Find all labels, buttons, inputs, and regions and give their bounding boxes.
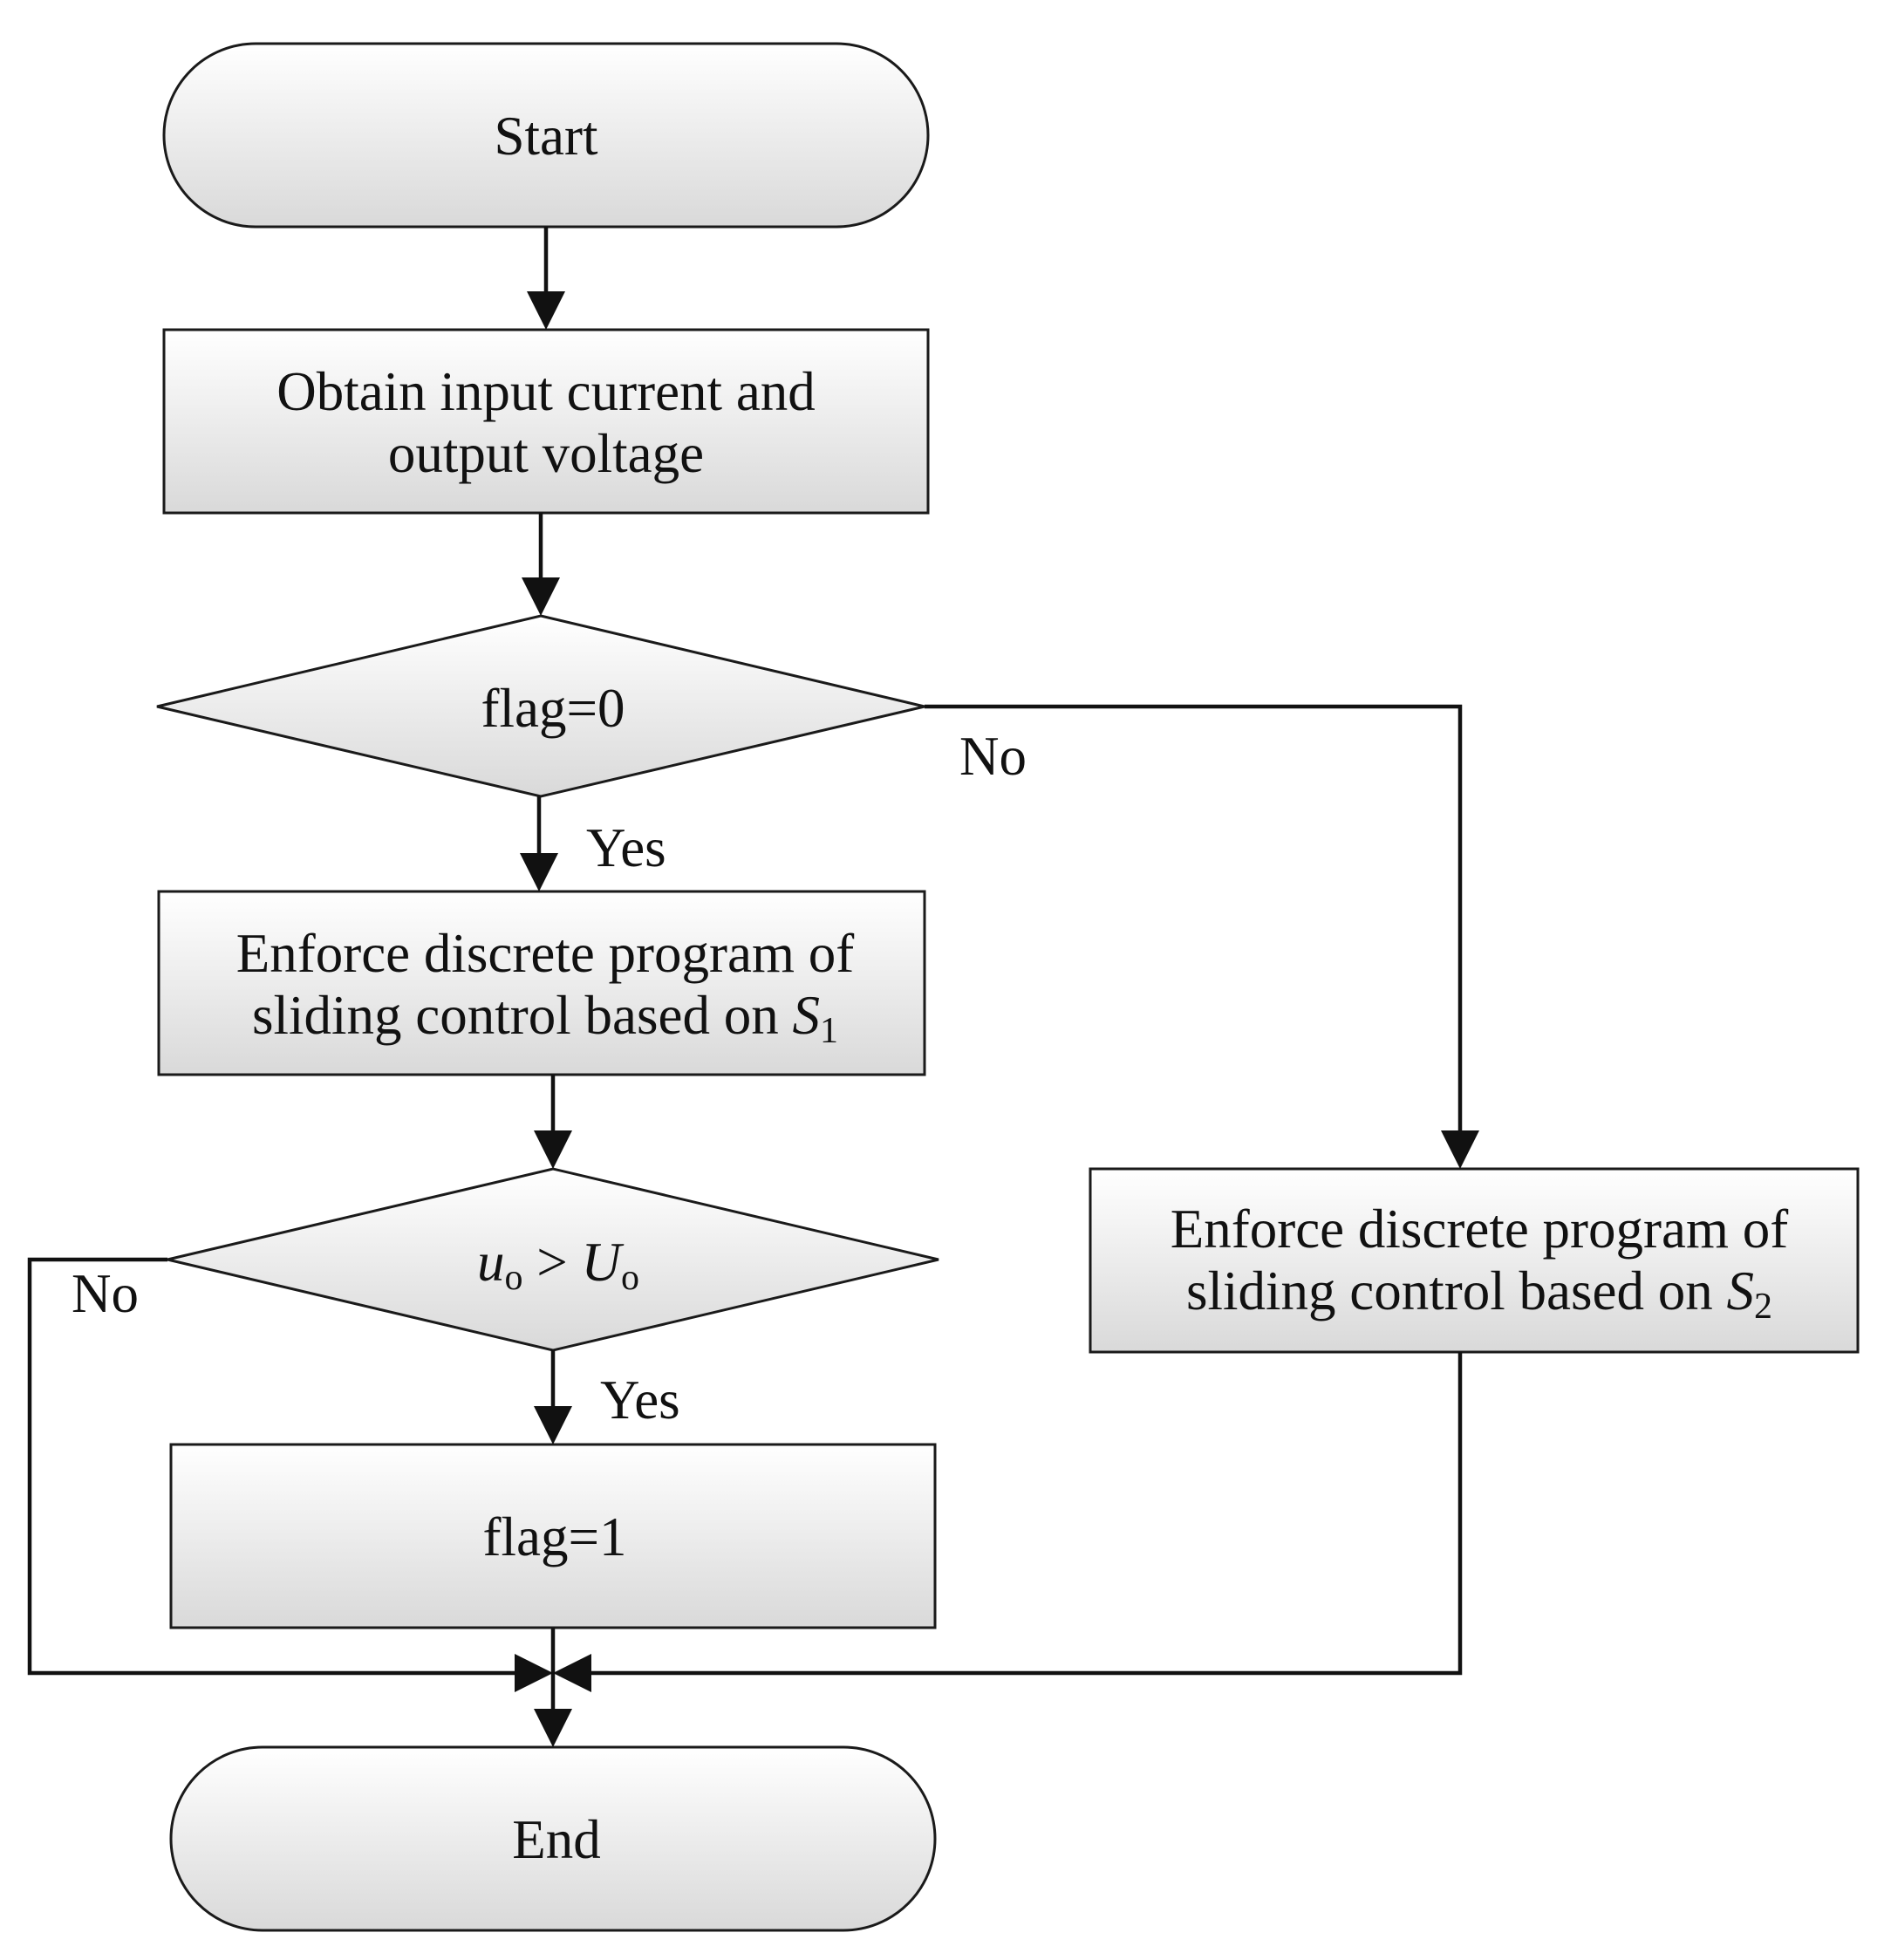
enforce-s2-line2: sliding control based on S2 bbox=[1186, 1260, 1772, 1327]
start-label: Start bbox=[495, 106, 598, 167]
uo-no-label: No bbox=[72, 1263, 139, 1324]
enforce-s2-var: S bbox=[1726, 1260, 1754, 1321]
uo-decision-label: uo > Uo bbox=[477, 1232, 639, 1298]
enforce-s2-line1: Enforce discrete program of bbox=[1171, 1199, 1788, 1260]
arrowhead-s1 bbox=[520, 853, 558, 891]
arrowhead-obtain bbox=[527, 291, 565, 330]
connector-s2-merge bbox=[586, 1352, 1463, 1676]
uo-lhs-var: u bbox=[477, 1232, 505, 1293]
set-flag-label: flag=1 bbox=[483, 1506, 627, 1567]
enforce-s1-line1: Enforce discrete program of bbox=[236, 923, 854, 984]
obtain-box bbox=[162, 328, 930, 515]
obtain-label-line1: Obtain input current and bbox=[276, 361, 816, 422]
enforce-s1-line2: sliding control based on S1 bbox=[252, 985, 838, 1051]
uo-yes-label: Yes bbox=[600, 1369, 680, 1431]
enforce-s1-subscript: 1 bbox=[820, 1011, 838, 1051]
arrowhead-merge-right bbox=[553, 1654, 591, 1692]
obtain-label-line2: output voltage bbox=[388, 423, 704, 484]
flag-no-label: No bbox=[959, 726, 1027, 787]
connector-flag-no bbox=[925, 704, 1463, 1136]
enforce-s1-box bbox=[157, 890, 926, 1076]
enforce-s2-box bbox=[1089, 1167, 1860, 1354]
arrowhead-setflag bbox=[534, 1406, 572, 1444]
end-label: End bbox=[512, 1809, 600, 1870]
arrowhead-end bbox=[534, 1709, 572, 1747]
uo-lhs-sub: o bbox=[504, 1258, 522, 1298]
enforce-s1-var: S bbox=[792, 985, 820, 1046]
flag-decision-label: flag=0 bbox=[481, 678, 625, 739]
flag-yes-label: Yes bbox=[586, 817, 666, 878]
uo-rhs-var: U bbox=[582, 1232, 625, 1293]
enforce-s2-prefix: sliding control based on bbox=[1186, 1260, 1726, 1321]
arrowhead-s2 bbox=[1441, 1130, 1479, 1169]
connector-uo-no bbox=[27, 1257, 518, 1676]
uo-rhs-sub: o bbox=[621, 1258, 639, 1298]
enforce-s2-subscript: 2 bbox=[1754, 1287, 1772, 1327]
enforce-s1-prefix: sliding control based on bbox=[252, 985, 792, 1046]
arrowhead-flag bbox=[522, 577, 560, 616]
arrowhead-uo bbox=[534, 1130, 572, 1169]
uo-op: > bbox=[522, 1232, 581, 1293]
arrowhead-merge-left bbox=[515, 1654, 553, 1692]
